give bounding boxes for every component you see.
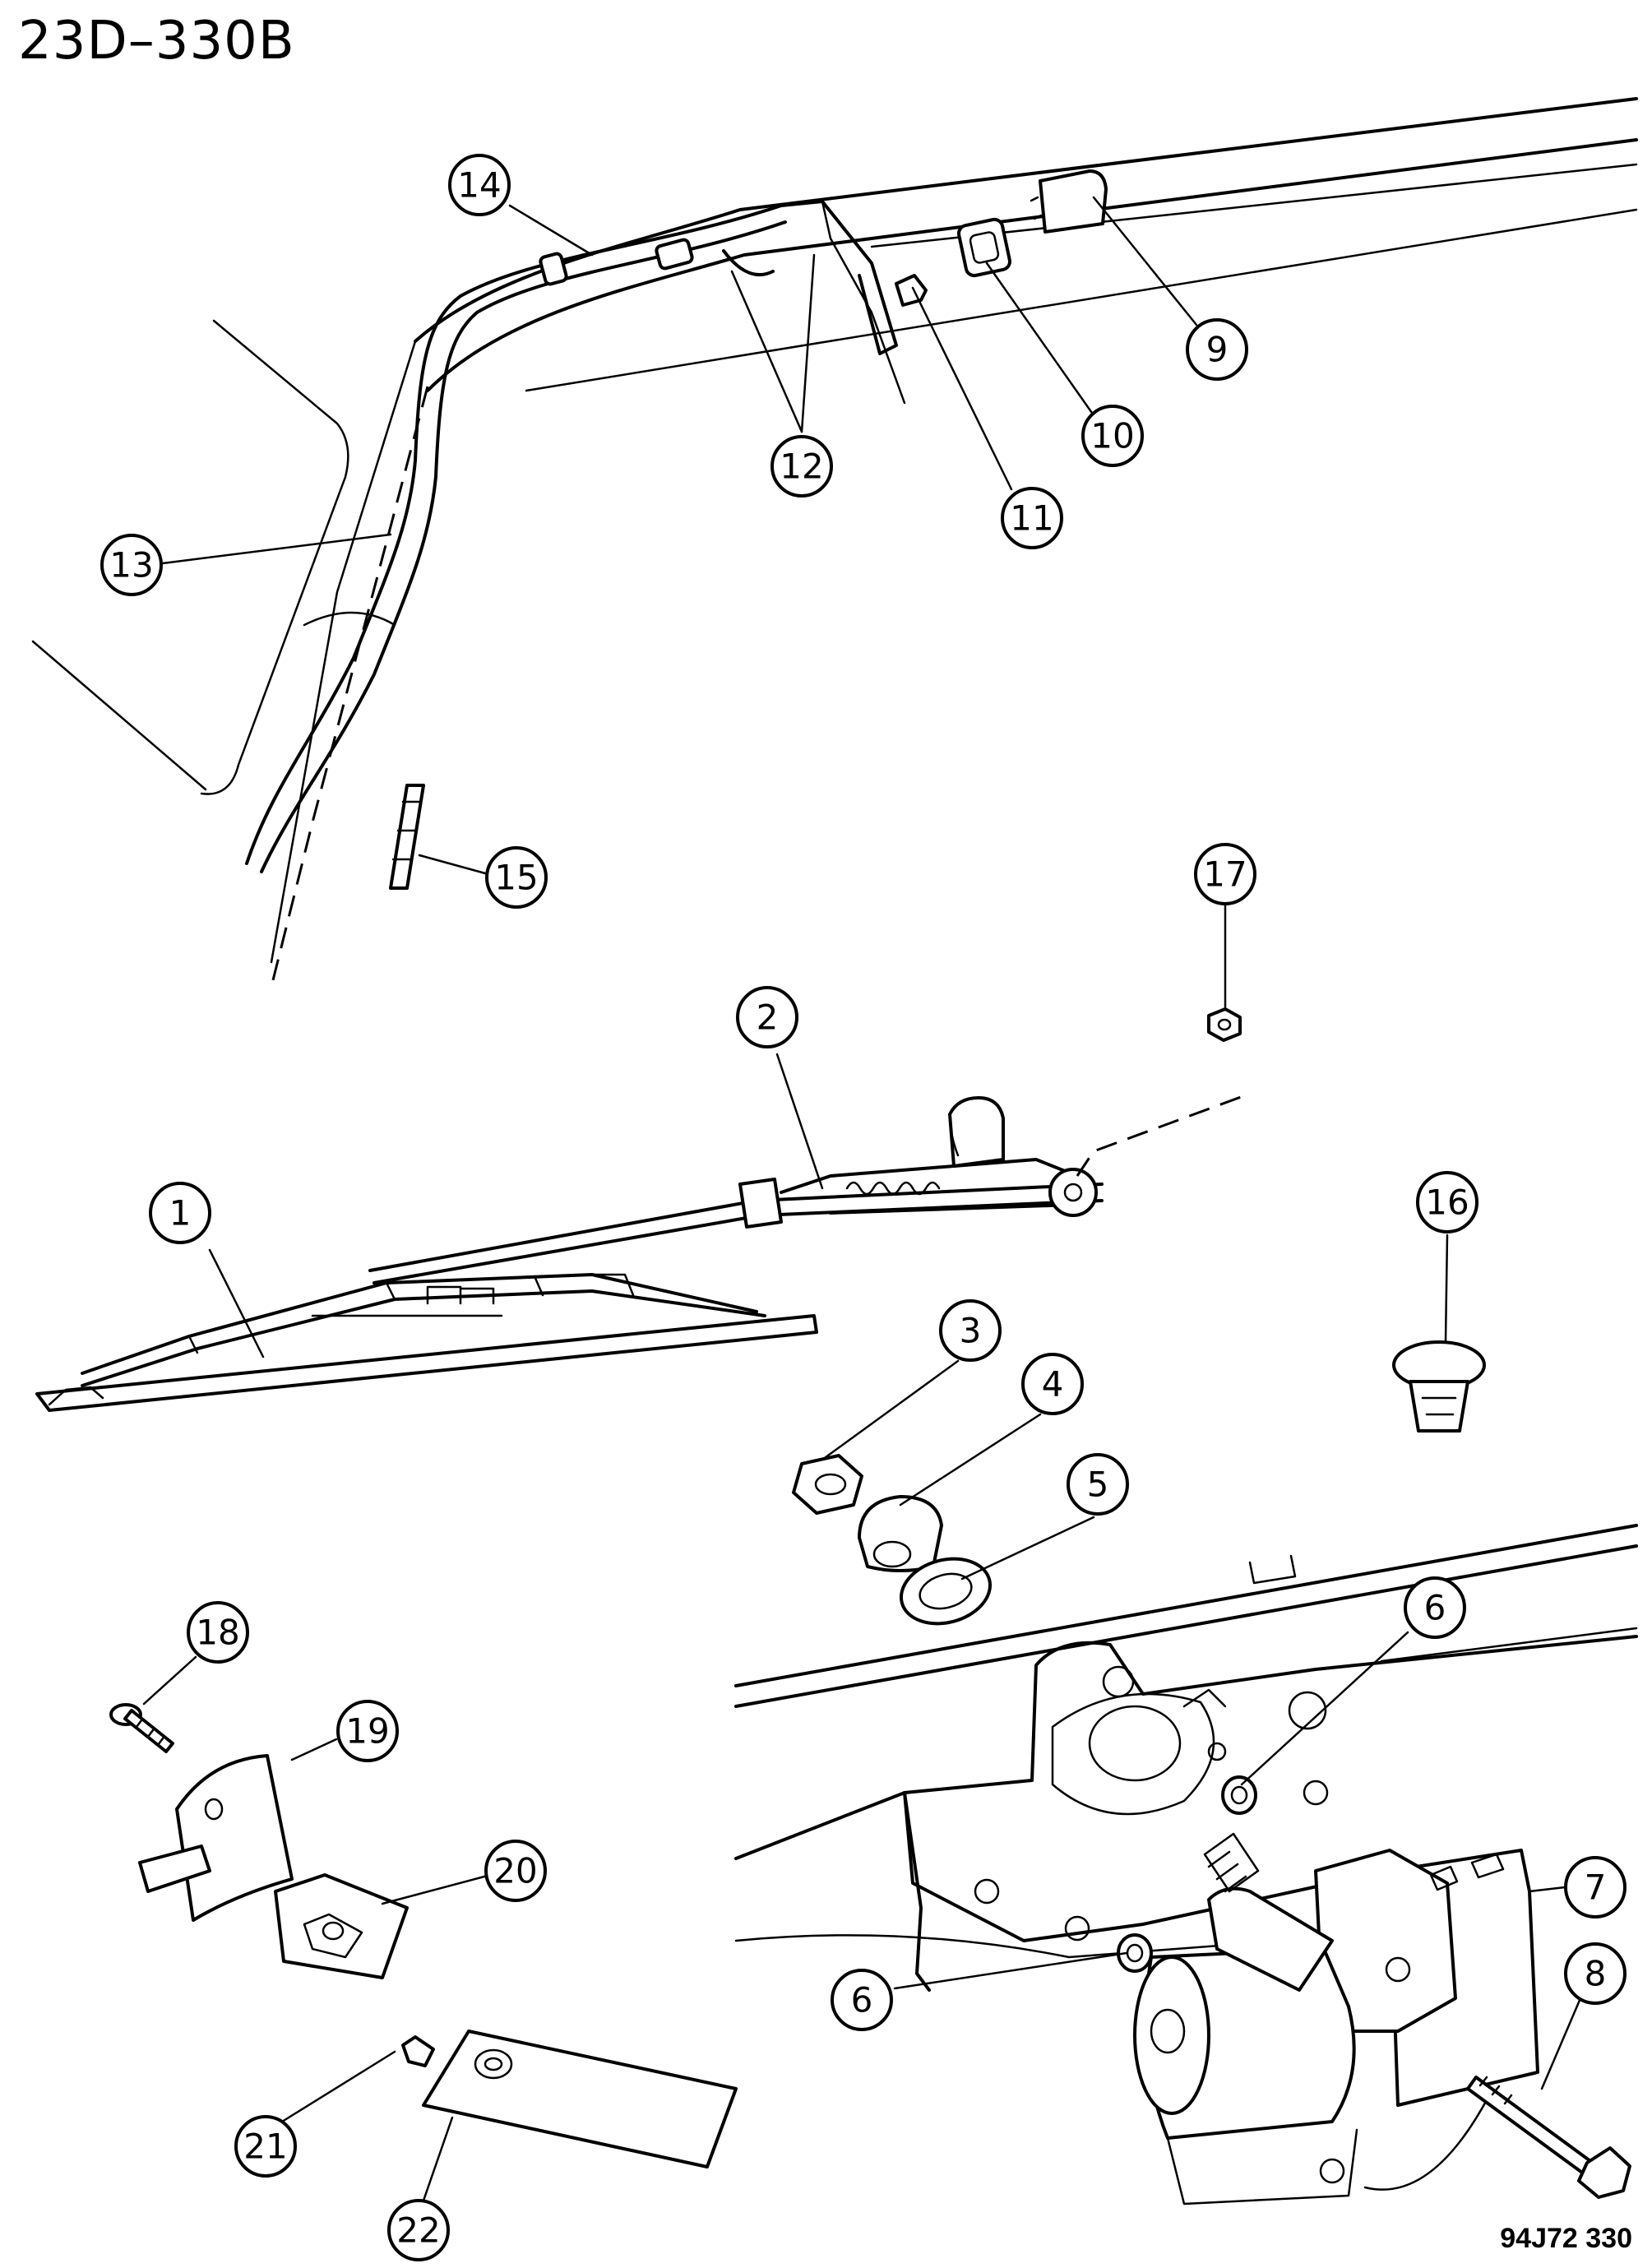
callout-bubble-10: 10: [1081, 405, 1144, 467]
nozzle-cap: [1030, 169, 1108, 234]
callout-label-21: 21: [243, 2127, 287, 2167]
wiper-blade: [35, 1273, 818, 1412]
callout-label-11: 11: [1010, 498, 1053, 539]
insulator-pad: [422, 2030, 738, 2168]
callout-bubble-21: 21: [234, 2115, 297, 2178]
callout-bubble-14: 14: [448, 154, 511, 216]
washer-nozzle: [895, 274, 928, 307]
callout-label-7: 7: [1585, 1868, 1607, 1908]
callout-bubble-6-upper: 6: [1404, 1576, 1466, 1639]
callout-label-5: 5: [1087, 1465, 1109, 1505]
motor-mount-grommet: [1221, 1775, 1257, 1815]
callout-bubble-7: 7: [1564, 1856, 1627, 1919]
callout-bubble-12: 12: [770, 435, 833, 498]
callout-label-2: 2: [757, 997, 779, 1038]
callout-label-10: 10: [1090, 416, 1134, 456]
figure-id: 94J72 330: [1500, 2223, 1632, 2254]
pivot-nut: [792, 1454, 863, 1515]
pivot-seal: [899, 1557, 993, 1626]
wiper-motor: [1133, 1832, 1539, 2206]
callout-label-9: 9: [1206, 330, 1229, 370]
hose-fittings: [539, 238, 775, 286]
callout-label-6-lower: 6: [851, 1980, 873, 2020]
screw: [109, 1703, 174, 1753]
push-in-retainer: [1392, 1340, 1486, 1433]
callout-label-16: 16: [1425, 1183, 1469, 1223]
callout-label-8: 8: [1585, 1954, 1607, 1994]
callout-bubble-9: 9: [1186, 318, 1248, 381]
callout-label-3: 3: [960, 1311, 982, 1351]
callout-label-6-upper: 6: [1424, 1588, 1446, 1628]
callout-bubble-8: 8: [1564, 1942, 1627, 2005]
wiper-arm: [368, 1092, 1251, 1284]
washer-hose: [245, 204, 787, 873]
motor-bolt: [1466, 2076, 1631, 2199]
pivot-washer: [858, 1495, 943, 1572]
small-screw: [401, 2035, 435, 2067]
callout-bubble-2: 2: [736, 986, 798, 1048]
callout-label-4: 4: [1042, 1364, 1064, 1405]
callout-label-12: 12: [780, 447, 823, 487]
callout-bubble-5: 5: [1067, 1453, 1129, 1516]
callout-label-13: 13: [109, 545, 153, 586]
callout-label-17: 17: [1203, 854, 1247, 895]
callout-bubble-11: 11: [1001, 487, 1063, 549]
callout-bubble-17: 17: [1194, 843, 1256, 905]
callout-bubble-15: 15: [485, 846, 548, 909]
callout-bubble-16: 16: [1416, 1171, 1478, 1234]
diagram-code: 23D–330B: [18, 11, 295, 72]
callout-bubble-1: 1: [149, 1182, 211, 1244]
callout-bubble-4: 4: [1021, 1353, 1084, 1415]
callout-bubble-6-lower: 6: [831, 1969, 893, 2031]
leader-lines: [142, 196, 1582, 2202]
callout-bubble-13: 13: [100, 534, 163, 596]
callout-bubble-20: 20: [484, 1840, 547, 1902]
callout-bubble-18: 18: [187, 1601, 249, 1664]
bracket: [138, 1754, 294, 1922]
callout-label-22: 22: [396, 2210, 440, 2251]
callout-bubble-22: 22: [387, 2199, 450, 2261]
nozzle-grommet: [957, 217, 1011, 278]
arm-nut: [1207, 1007, 1242, 1042]
callout-label-1: 1: [169, 1193, 192, 1234]
liftgate-body-outline: [31, 97, 1638, 988]
callout-bubble-19: 19: [336, 1700, 399, 1762]
retainer-clip: [274, 1873, 409, 1979]
callout-label-19: 19: [345, 1711, 389, 1752]
callout-label-15: 15: [494, 858, 538, 898]
callout-label-14: 14: [457, 165, 501, 206]
callout-label-18: 18: [196, 1613, 239, 1653]
hose-connector: [389, 784, 425, 890]
callout-bubble-3: 3: [939, 1299, 1002, 1362]
motor-mount-grommet-2: [1117, 1933, 1153, 1973]
nozzle-bracket: [780, 200, 906, 405]
callout-label-20: 20: [493, 1851, 537, 1891]
liftgate-inner-panel: [734, 1524, 1638, 1992]
